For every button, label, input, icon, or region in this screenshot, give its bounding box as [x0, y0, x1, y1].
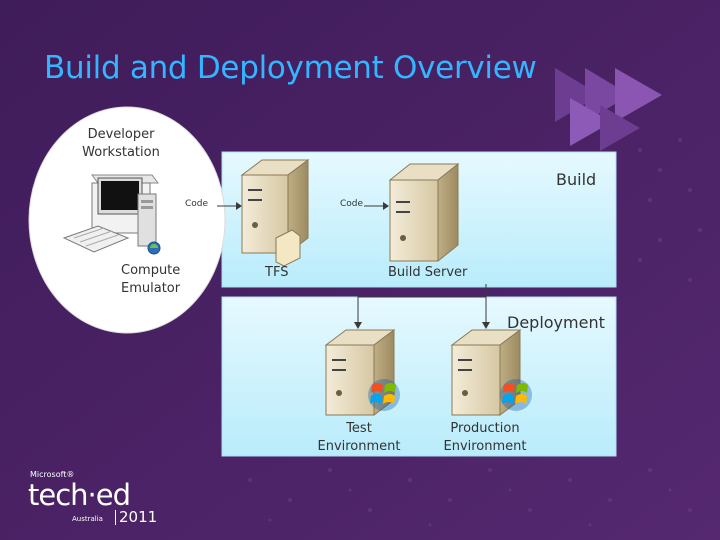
build-code-label: Code — [340, 199, 364, 209]
deployment-section-label: Deployment — [507, 313, 605, 332]
arrow-heads — [236, 202, 490, 329]
workstation-code-label: Code — [185, 199, 209, 209]
year-label: 2011 — [119, 508, 158, 526]
workstation-computer-icon — [62, 174, 161, 255]
build-server-icon — [388, 162, 460, 263]
windows-logo-icon — [500, 379, 532, 411]
deployment-panel — [221, 296, 617, 457]
dot-pattern — [248, 138, 702, 527]
region-label: Australia — [72, 515, 103, 523]
logo-divider — [115, 510, 116, 525]
test-server-icon — [324, 329, 396, 416]
windows-logo-icon — [368, 379, 400, 411]
build-section-label: Build — [556, 170, 597, 189]
developer-workstation-label: Developer Workstation — [82, 127, 160, 160]
production-environment-label: Production Environment — [443, 421, 527, 454]
build-server-label: Build Server — [388, 265, 468, 280]
teched-wordmark: tech·ed — [28, 478, 131, 512]
slide-title: Build and Deployment Overview — [44, 50, 537, 86]
triangle-arrows-decoration — [555, 68, 662, 151]
connector-lines — [217, 205, 487, 323]
test-environment-label: Test Environment — [317, 421, 401, 454]
microsoft-wordmark: Microsoft® — [30, 470, 75, 479]
tfs-label: TFS — [265, 265, 289, 280]
compute-emulator-label: Compute Emulator — [121, 263, 181, 296]
tfs-server-icon — [240, 159, 310, 267]
